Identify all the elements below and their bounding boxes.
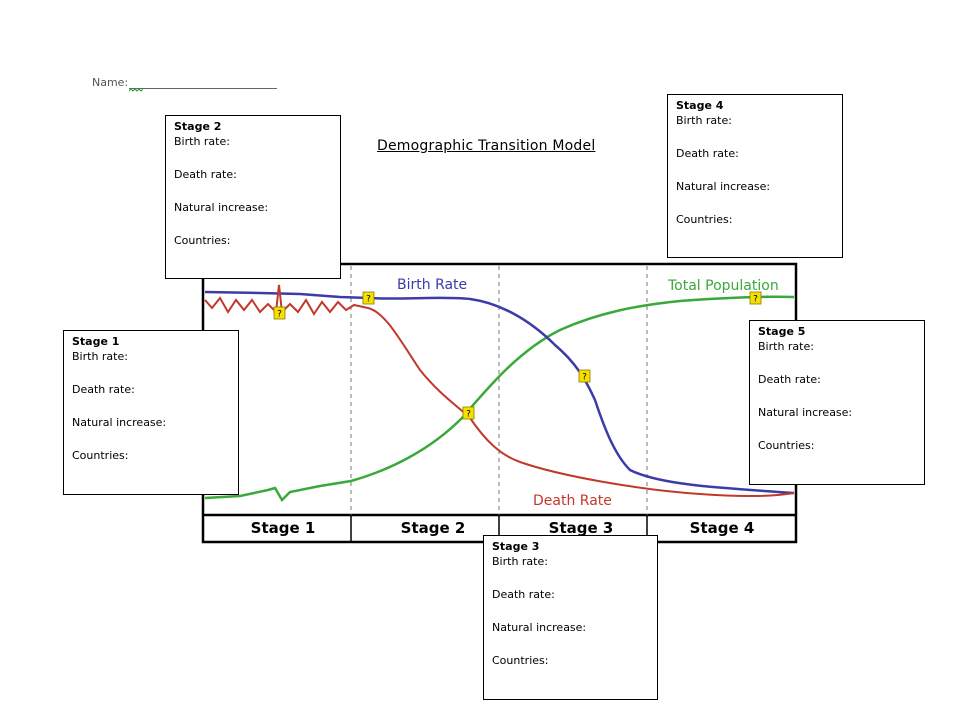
stage-label-3: Stage 3 xyxy=(549,519,614,537)
death-rate-field[interactable]: Death rate: xyxy=(758,373,821,386)
countries-field[interactable]: Countries: xyxy=(174,234,231,247)
population-line xyxy=(204,295,795,503)
natural-increase-field[interactable]: Natural increase: xyxy=(492,621,587,634)
stage-label-4: Stage 4 xyxy=(690,519,755,537)
countries-field[interactable]: Countries: xyxy=(758,439,815,452)
stage-box-2: Stage 2 Birth rate: Death rate: Natural … xyxy=(165,115,341,279)
question-marker-icon: ? xyxy=(578,369,591,383)
stage-label-2: Stage 2 xyxy=(401,519,466,537)
svg-text:?: ? xyxy=(277,310,282,320)
question-marker-icon: ? xyxy=(362,291,375,305)
stage-box-heading: Stage 5 xyxy=(758,325,806,338)
stage-box-heading: Stage 2 xyxy=(174,120,222,133)
countries-field[interactable]: Countries: xyxy=(72,449,129,462)
spellcheck-squiggle-icon xyxy=(129,88,144,92)
page-title: Demographic Transition Model xyxy=(377,138,596,154)
death-rate-field[interactable]: Death rate: xyxy=(492,588,555,601)
birth-rate-label: Birth Rate xyxy=(397,277,467,293)
question-marker-icon: ? xyxy=(273,306,286,320)
svg-text:?: ? xyxy=(582,373,587,383)
birth-rate-line xyxy=(204,290,795,495)
stage-box-3: Stage 3 Birth rate: Death rate: Natural … xyxy=(483,535,658,700)
stage-box-5: Stage 5 Birth rate: Death rate: Natural … xyxy=(749,320,925,485)
natural-increase-field[interactable]: Natural increase: xyxy=(174,201,269,214)
birth-rate-field[interactable]: Birth rate: xyxy=(758,340,814,353)
birth-rate-field[interactable]: Birth rate: xyxy=(72,350,128,363)
countries-field[interactable]: Countries: xyxy=(676,213,733,226)
death-rate-field[interactable]: Death rate: xyxy=(676,147,739,160)
question-marker-icon: ? xyxy=(749,291,762,305)
svg-text:?: ? xyxy=(466,410,471,420)
death-rate-label: Death Rate xyxy=(533,493,612,509)
stage-label-1: Stage 1 xyxy=(251,519,316,537)
birth-rate-field[interactable]: Birth rate: xyxy=(174,135,230,148)
natural-increase-field[interactable]: Natural increase: xyxy=(72,416,167,429)
birth-rate-field[interactable]: Birth rate: xyxy=(492,555,548,568)
svg-text:?: ? xyxy=(366,295,371,305)
death-rate-field[interactable]: Death rate: xyxy=(72,383,135,396)
stage-box-heading: Stage 1 xyxy=(72,335,120,348)
stage-box-4: Stage 4 Birth rate: Death rate: Natural … xyxy=(667,94,843,258)
stage-box-heading: Stage 3 xyxy=(492,540,540,553)
question-marker-icon: ? xyxy=(462,406,475,420)
total-population-label: Total Population xyxy=(667,278,779,294)
natural-increase-field[interactable]: Natural increase: xyxy=(676,180,771,193)
stage-box-1: Stage 1 Birth rate: Death rate: Natural … xyxy=(63,330,239,495)
name-label: Name: xyxy=(92,76,129,89)
countries-field[interactable]: Countries: xyxy=(492,654,549,667)
svg-text:?: ? xyxy=(753,295,758,305)
stage-box-heading: Stage 4 xyxy=(676,99,724,112)
name-field[interactable]: Name: xyxy=(92,76,278,92)
name-blank-line xyxy=(129,78,278,92)
natural-increase-field[interactable]: Natural increase: xyxy=(758,406,853,419)
birth-rate-field[interactable]: Birth rate: xyxy=(676,114,732,127)
death-rate-field[interactable]: Death rate: xyxy=(174,168,237,181)
